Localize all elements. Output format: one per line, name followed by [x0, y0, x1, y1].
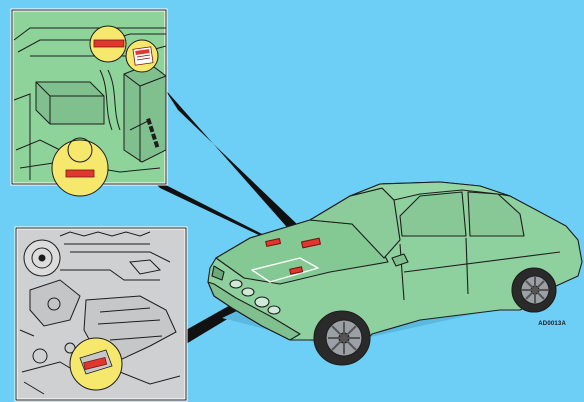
vin-stamp-label [132, 46, 154, 66]
hood-marker-outline [251, 257, 319, 283]
front-wheel [313, 310, 371, 366]
car-front-window [399, 191, 467, 237]
car-front-bumper [207, 281, 301, 341]
car-side-mirror [391, 253, 409, 267]
highlight-engine-label [51, 139, 109, 197]
car-marker-engine-number [289, 266, 304, 275]
car-headlights [211, 265, 281, 315]
rear-wheel [511, 267, 557, 313]
valve-cover-lettering [146, 118, 160, 148]
car-roof [349, 181, 511, 201]
car-rear-window [467, 191, 525, 237]
engine-label-plate [65, 169, 95, 178]
car-marker-vin-plate [301, 237, 321, 249]
inset-engine-compartment [10, 8, 168, 197]
engine-number-stamp [79, 349, 113, 375]
car-marker-vin-stamp [265, 238, 282, 247]
car-illustration [207, 181, 583, 366]
car-door-lines [399, 237, 561, 301]
inset-engine-block [14, 226, 188, 402]
figure-reference-code: AD0013A [538, 321, 566, 327]
leader-middle-inset [148, 176, 286, 248]
vin-plate-label [93, 39, 125, 48]
